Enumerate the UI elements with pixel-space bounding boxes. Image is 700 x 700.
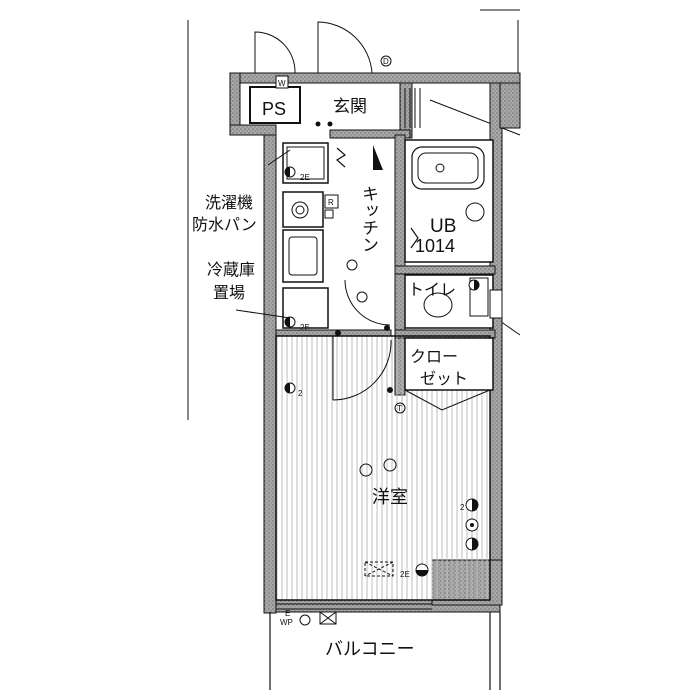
closet: [404, 337, 494, 411]
washer-label-2: 防水パン: [192, 215, 257, 234]
fridge-label-1: 冷蔵庫: [207, 260, 255, 279]
wall-outlet-label: 2: [460, 503, 465, 512]
washer-label-1: 洗濯機: [205, 193, 253, 212]
kitchen-label: キッチン: [358, 185, 378, 253]
western-room-label: 洋室: [372, 487, 408, 508]
fridge-outlet-label: 2E: [300, 323, 310, 332]
wp-symbol: WP: [280, 618, 293, 627]
toilet-label: トイレ: [408, 280, 456, 299]
unit-bath-label: UB: [430, 216, 456, 237]
fridge-label-2: 置場: [213, 283, 245, 302]
washer-pan: [282, 142, 329, 184]
r-symbol: R: [328, 198, 334, 207]
entrance-step: [404, 88, 421, 128]
ps-box: [249, 86, 301, 124]
balcony-window: [276, 603, 432, 610]
closet-label-1: クロー: [410, 347, 458, 366]
kitchen-sink: [282, 229, 324, 283]
room-outlet-label: 2: [298, 389, 303, 398]
entrance-doors: [254, 21, 373, 74]
e-symbol: E: [285, 609, 290, 618]
washer-outlet-label: 2E: [300, 173, 310, 182]
entrance-label: 玄関: [333, 97, 367, 117]
t-symbol: T: [397, 404, 402, 413]
balcony-label: バルコニー: [325, 639, 415, 660]
w-symbol: W: [278, 79, 286, 88]
closet-label-2: ゼット: [420, 369, 468, 388]
wall-outlets: [465, 498, 479, 551]
toilet-room: [404, 274, 494, 329]
balcony: [269, 612, 501, 690]
aircon-outlet-label: 2E: [400, 570, 410, 579]
unit-bath-size: 1014: [415, 236, 455, 256]
ps-label: PS: [262, 99, 286, 119]
d-symbol: D: [383, 57, 389, 66]
unit-bath: [404, 139, 494, 263]
fridge-space: [282, 287, 329, 329]
